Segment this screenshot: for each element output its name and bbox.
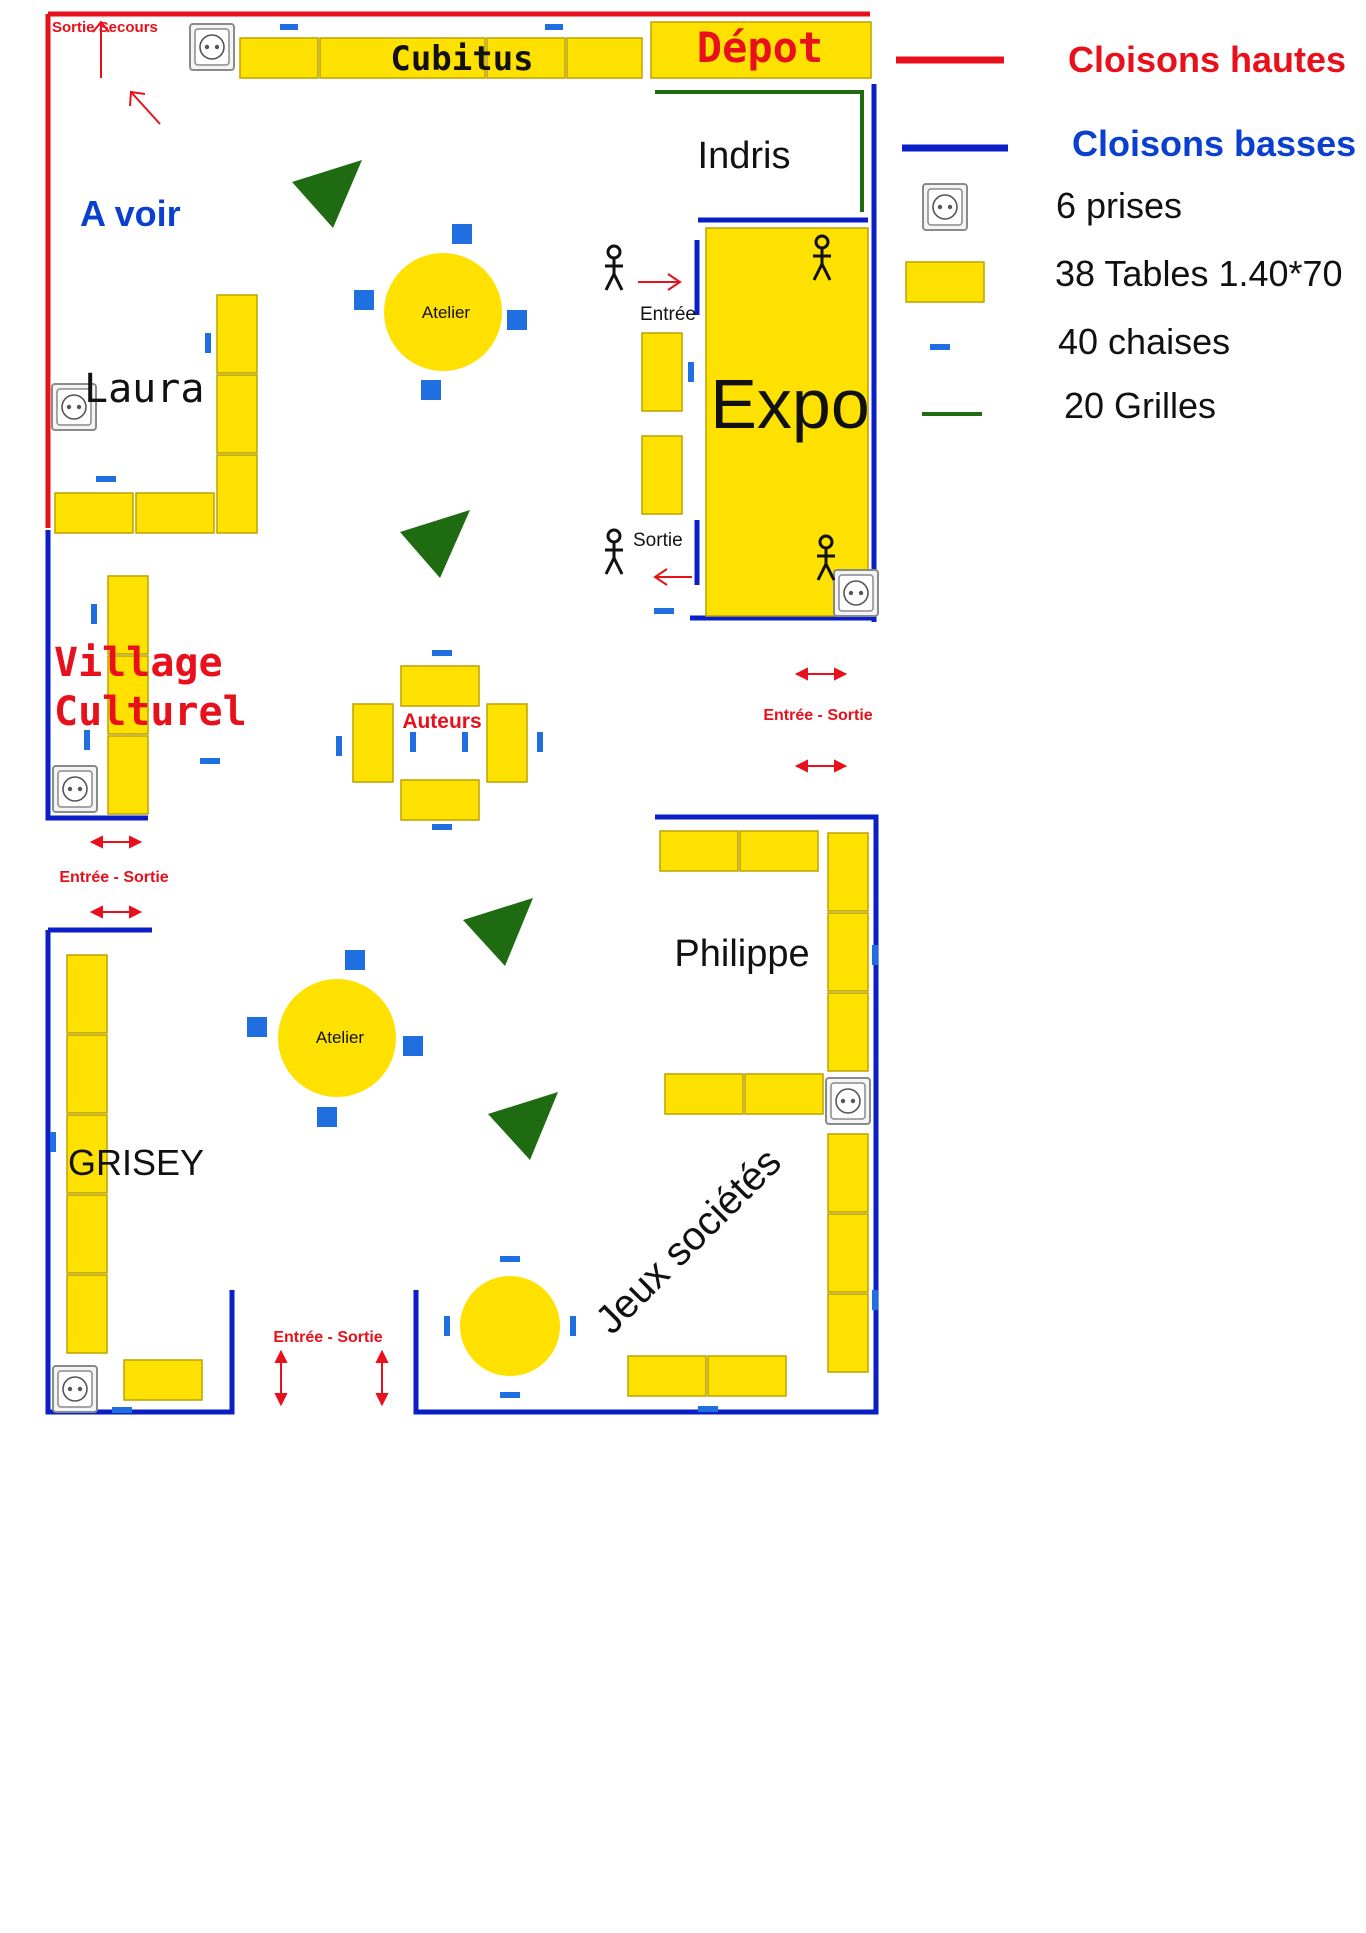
chairs-village xyxy=(84,604,220,764)
expo-arrows xyxy=(638,273,692,586)
cubitus-label: Cubitus xyxy=(390,39,533,79)
legend: Cloisons hautes Cloisons basses 6 prises… xyxy=(896,39,1356,426)
tables-jeux xyxy=(627,1355,787,1397)
low-walls xyxy=(45,84,879,1415)
entree-sortie-right-label: Entrée - Sortie xyxy=(763,707,872,724)
tables-expo-entrance xyxy=(641,332,683,515)
sortie-expo-label: Sortie xyxy=(633,530,683,551)
person-icon xyxy=(603,528,625,576)
entree-sortie-bottom-label: Entrée - Sortie xyxy=(273,1329,382,1346)
socket-icon xyxy=(825,1077,871,1125)
culturel-label: Culturel xyxy=(54,689,247,735)
chairs-auteurs xyxy=(336,650,543,830)
person-icon xyxy=(603,244,625,292)
legend-chaises: 40 chaises xyxy=(1058,321,1230,362)
tables-auteurs xyxy=(352,665,528,821)
grisey-label: GRISEY xyxy=(68,1142,204,1183)
depot-label: Dépot xyxy=(697,23,823,72)
legend-prises: 6 prises xyxy=(1056,185,1182,226)
legend-grilles: 20 Grilles xyxy=(1064,385,1216,426)
chairs-philippe xyxy=(872,945,878,1310)
socket-icon xyxy=(189,23,235,71)
legend-table-swatch xyxy=(905,261,985,303)
tables-village xyxy=(107,575,149,815)
legend-cloisons-hautes: Cloisons hautes xyxy=(1068,39,1346,80)
atelier-top-label: Atelier xyxy=(422,303,471,322)
atelier-bottom-label: Atelier xyxy=(316,1028,365,1047)
entree-sortie-left-label: Entrée - Sortie xyxy=(59,869,168,886)
atelier-bottom xyxy=(247,950,423,1127)
jeux-round-table xyxy=(444,1256,576,1398)
socket-icon xyxy=(52,1365,98,1413)
atelier-top xyxy=(354,224,527,400)
tables-laura xyxy=(54,294,258,534)
chair xyxy=(654,608,674,614)
grid-walls xyxy=(655,90,864,212)
legend-chair-swatch xyxy=(930,344,950,350)
passage-arrows-left xyxy=(89,835,143,919)
chairs-top xyxy=(280,24,563,30)
socket-icon xyxy=(833,569,879,617)
village-label: Village xyxy=(54,640,223,686)
tables-top-row xyxy=(239,21,872,79)
chair xyxy=(688,362,694,382)
philippe-label: Philippe xyxy=(674,933,809,975)
socket-icon xyxy=(52,765,98,813)
legend-tables: 38 Tables 1.40*70 xyxy=(1055,253,1343,294)
tables-philippe xyxy=(659,830,869,1373)
indris-label: Indris xyxy=(698,135,791,177)
auteurs-label: Auteurs xyxy=(402,710,481,733)
grid-triangles xyxy=(292,160,558,1160)
chair xyxy=(698,1406,718,1412)
tables-grisey xyxy=(66,954,203,1401)
passage-arrows-right xyxy=(794,667,848,773)
expo-area xyxy=(705,227,869,617)
chairs-grisey xyxy=(50,1132,132,1413)
a-voir-label: A voir xyxy=(80,193,181,234)
legend-socket-icon xyxy=(922,183,968,231)
high-walls xyxy=(45,11,870,528)
entree-expo-label: Entrée xyxy=(640,304,696,325)
jeux-societes-label: Jeux sociétés xyxy=(587,1140,789,1342)
chairs-laura xyxy=(96,333,211,482)
laura-label: Laura xyxy=(84,366,204,412)
legend-cloisons-basses: Cloisons basses xyxy=(1072,123,1356,164)
expo-label: Expo xyxy=(710,365,870,443)
emergency-arrows xyxy=(92,20,161,125)
passage-arrows-bottom xyxy=(274,1349,389,1407)
